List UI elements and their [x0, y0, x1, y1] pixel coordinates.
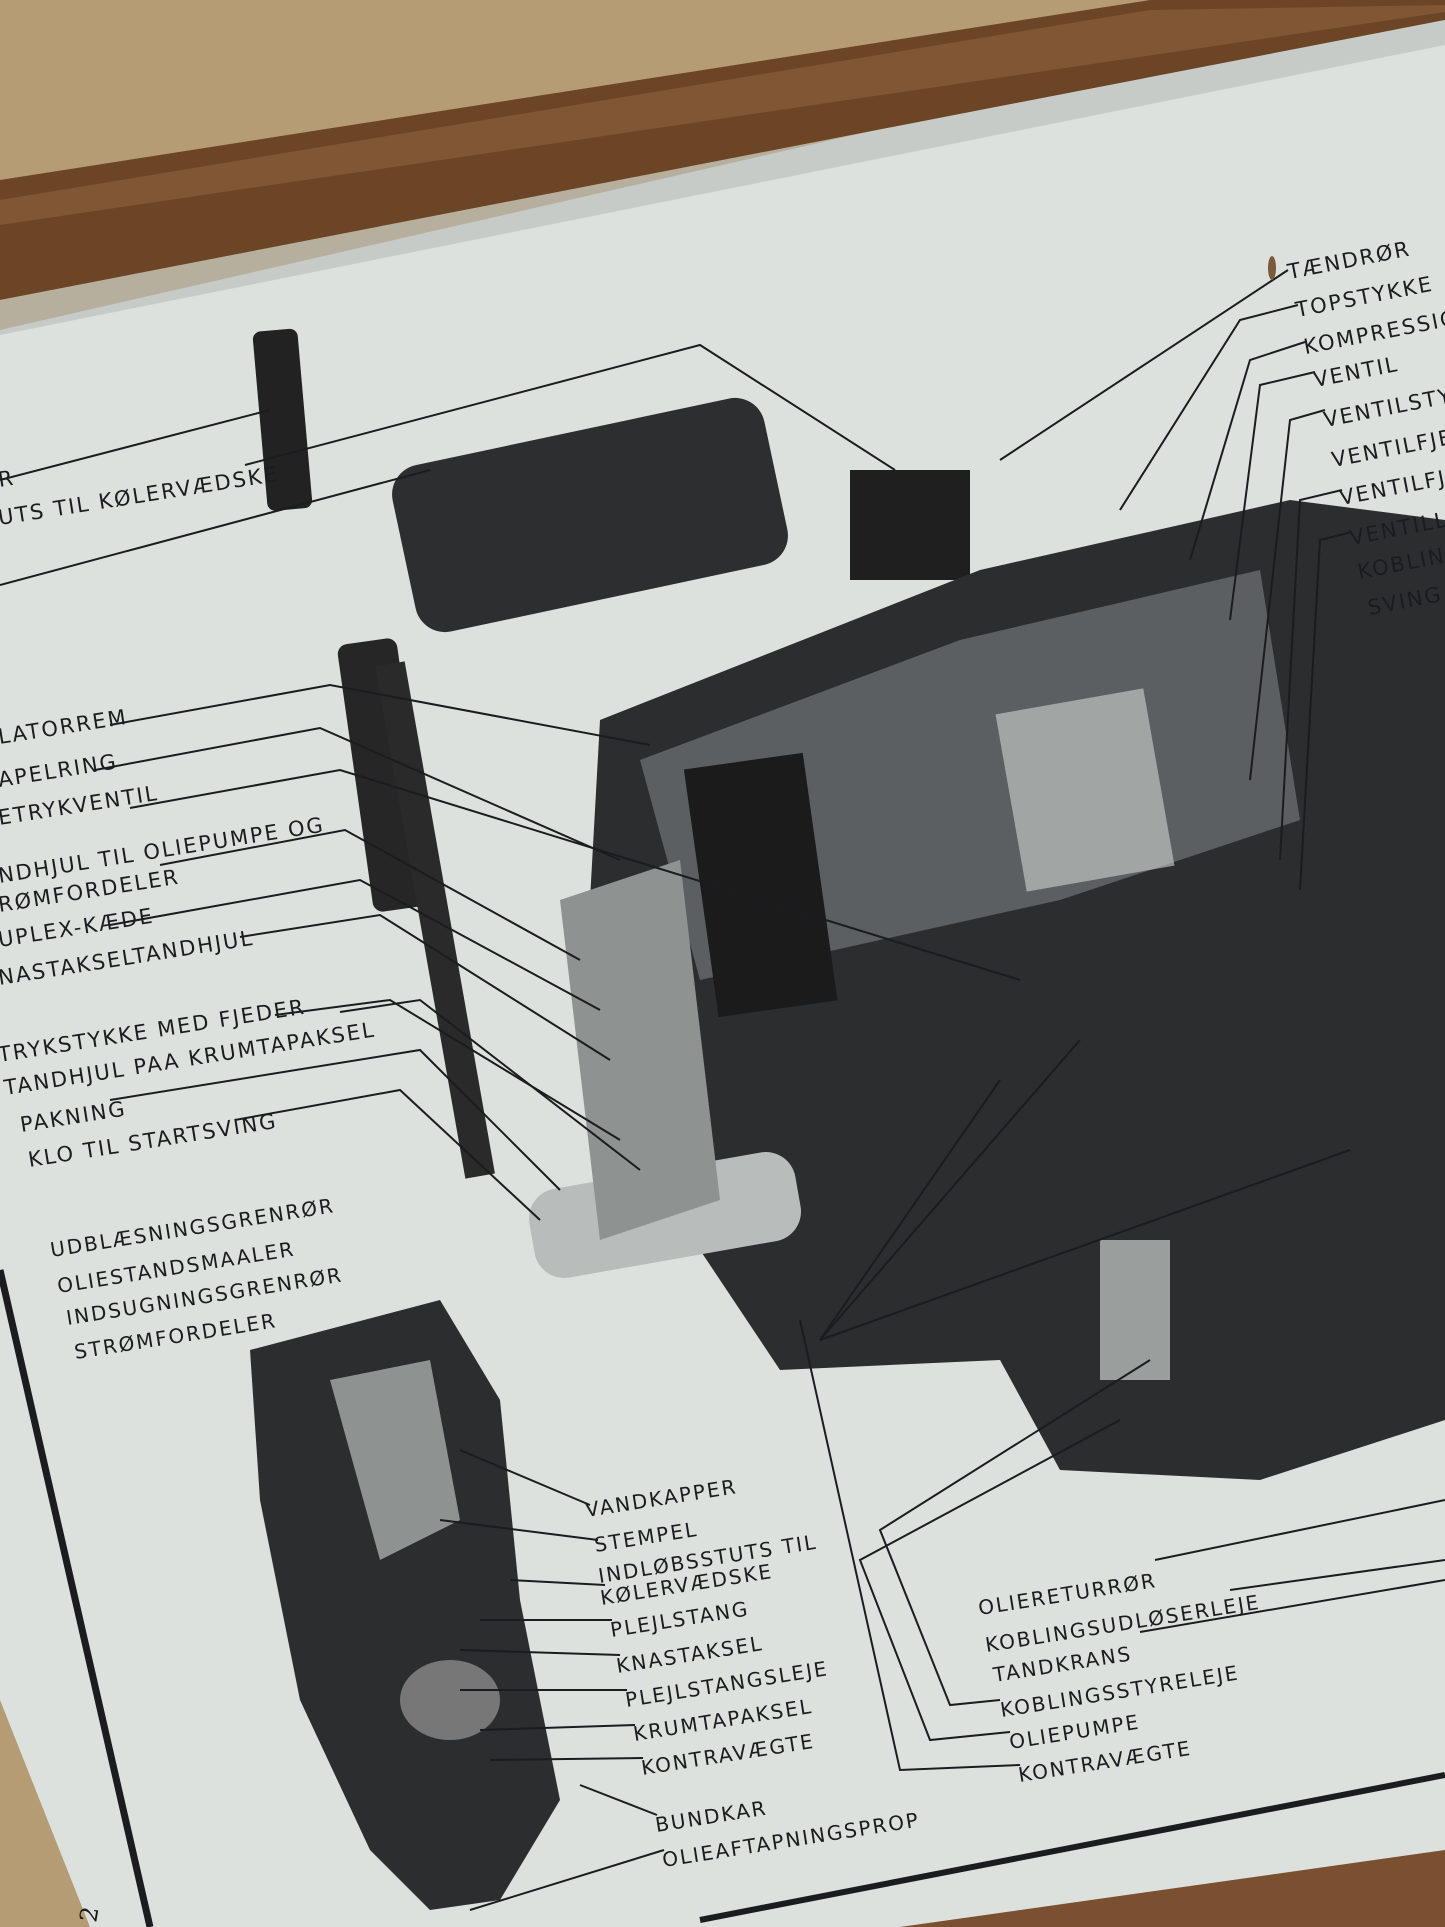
page-border-bottom [699, 1772, 1445, 1923]
frame-highlight [0, 5, 1445, 225]
wooden-frame-top [0, 0, 1445, 300]
debris-speck [1268, 256, 1276, 280]
frame-shadow [0, 20, 1445, 335]
small-engine-cross-section [250, 1300, 560, 1910]
wooden-frame-bottom [900, 1850, 1445, 1927]
page-border-left [0, 1269, 154, 1927]
leader-lines [0, 269, 1445, 1911]
